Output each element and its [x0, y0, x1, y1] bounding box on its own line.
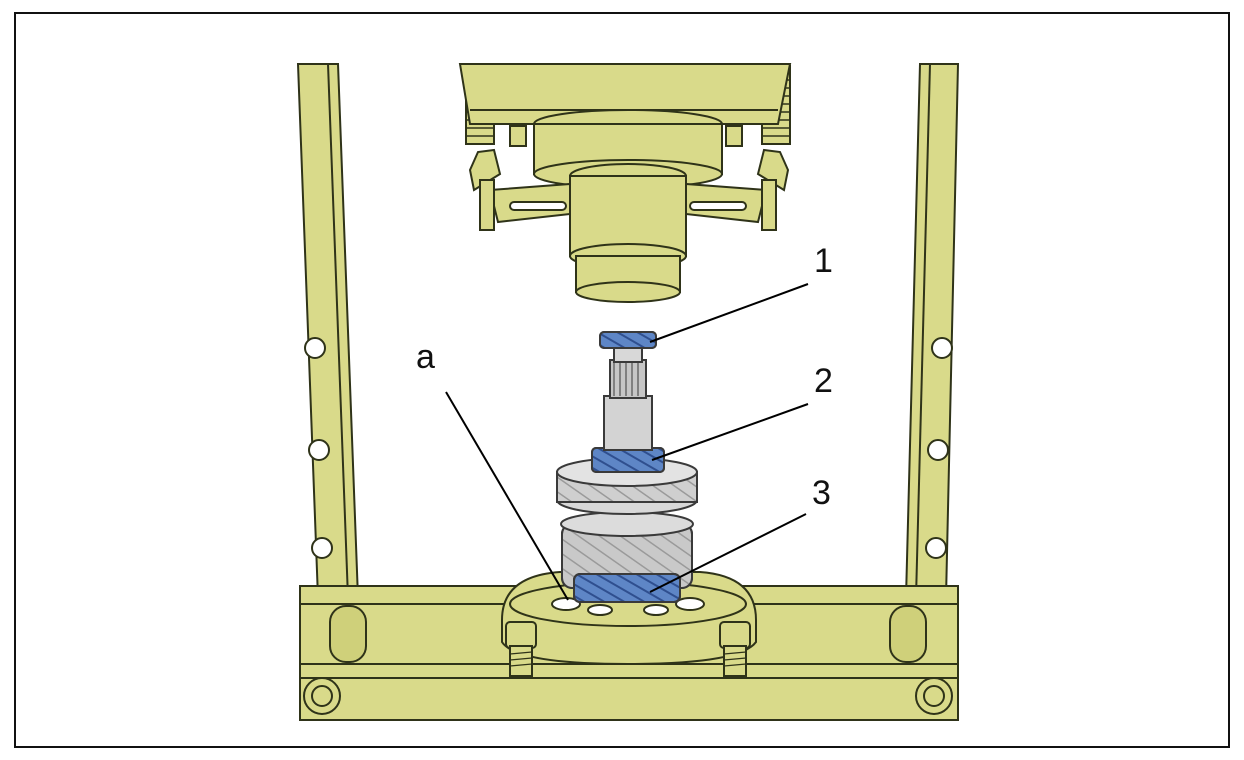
leader-line-3: [649, 513, 807, 593]
leader-line-2: [651, 403, 809, 461]
gear-shaft: [556, 331, 698, 603]
press-head: [458, 63, 792, 303]
right-column: [904, 63, 960, 599]
leader-line-a: [445, 391, 569, 601]
callout-3: 3: [812, 474, 831, 512]
left-column: [296, 63, 360, 599]
leader-lines: [445, 283, 809, 601]
callout-a: a: [416, 338, 435, 376]
callout-2: 2: [814, 362, 833, 400]
leader-line-1: [649, 283, 809, 343]
callout-1: 1: [814, 242, 833, 280]
